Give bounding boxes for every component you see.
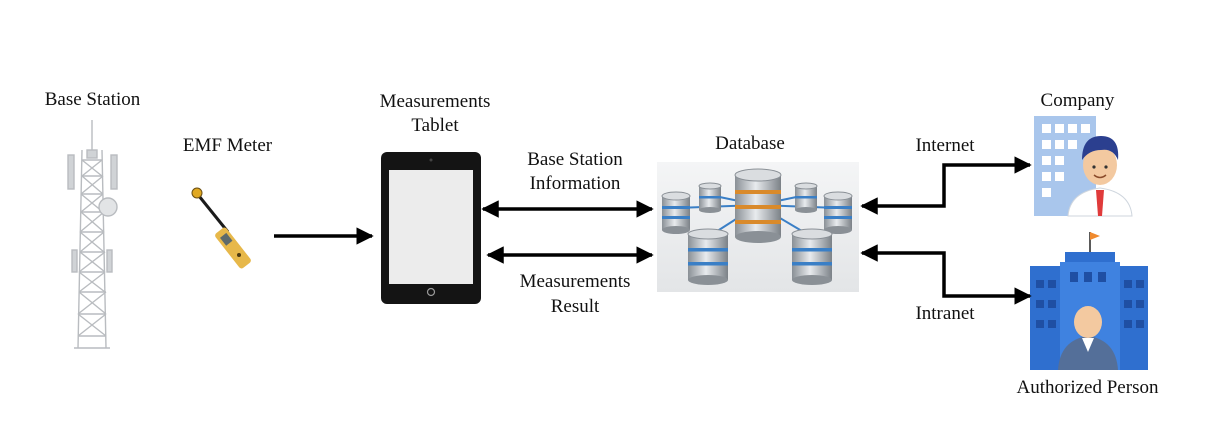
meas-result-label-line2: Result <box>550 296 600 317</box>
authorized-person-label: Authorized Person <box>1016 377 1159 398</box>
meas-result-label-line1: Measurements <box>519 271 631 292</box>
company-person-icon <box>1034 116 1133 217</box>
bs-info-label-line2: Information <box>529 173 621 194</box>
authorized-building-icon <box>1030 232 1148 370</box>
emf-meter-icon <box>191 187 251 269</box>
database-label: Database <box>715 133 785 154</box>
connector-arrows <box>274 156 1032 305</box>
emf-meter-label: EMF Meter <box>182 135 273 156</box>
intranet-label: Intranet <box>915 303 975 324</box>
db-internet-arrow <box>860 156 1032 215</box>
bs-info-label-line1: Base Station <box>527 149 623 170</box>
db-intranet-arrow <box>860 244 1032 305</box>
internet-label: Internet <box>915 135 975 156</box>
company-label: Company <box>1040 90 1115 111</box>
cell-tower-icon <box>67 120 118 349</box>
database-cluster-icon <box>657 162 859 292</box>
tablet-icon <box>381 152 481 304</box>
base-station-label: Base Station <box>44 89 141 110</box>
tablet-label-line1: Measurements <box>379 91 491 112</box>
tablet-label-line2: Tablet <box>411 115 459 136</box>
